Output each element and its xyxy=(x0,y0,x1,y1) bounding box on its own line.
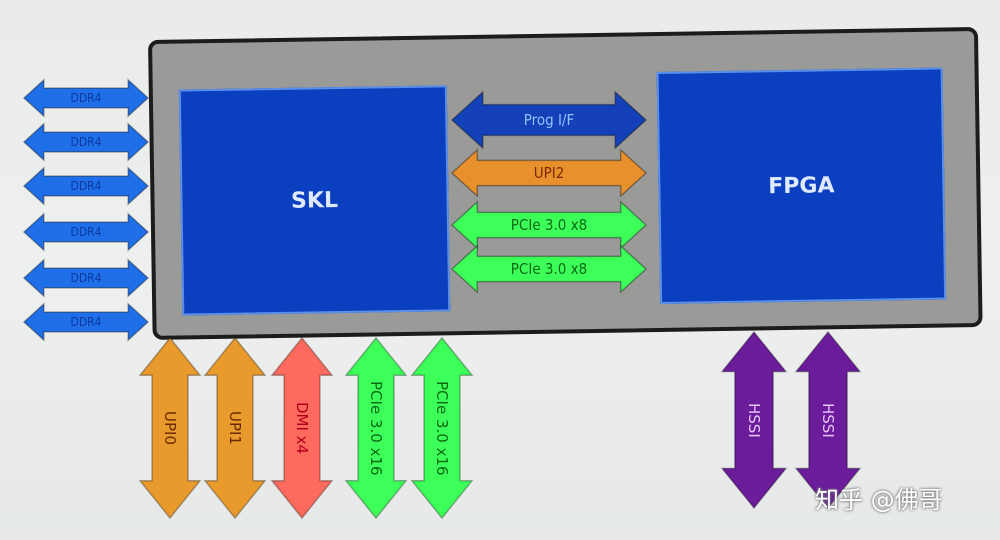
prog-if-link-arrow-icon xyxy=(450,90,648,150)
pcie-x8-link-1-arrow-icon xyxy=(450,200,648,250)
upi2-link-arrow-icon xyxy=(450,148,648,198)
pcie-x8-link-2-arrow-icon xyxy=(450,244,648,294)
pcie-x16-link-2-arrow-icon xyxy=(410,336,474,520)
upi0-link-arrow-icon xyxy=(138,336,202,520)
watermark: 知乎 @佛哥 xyxy=(815,486,943,514)
upi1-link-arrow-icon xyxy=(203,336,267,520)
hssi-link-2-arrow-icon xyxy=(794,330,862,510)
skl-cpu-die: SKL xyxy=(178,85,451,316)
ddr4-link-5-arrow-icon xyxy=(22,258,150,298)
fpga-die: FPGA xyxy=(656,67,947,304)
pcie-x16-link-1-arrow-icon xyxy=(344,336,408,520)
ddr4-link-6-arrow-icon xyxy=(22,302,150,342)
ddr4-link-4-arrow-icon xyxy=(22,212,150,252)
ddr4-link-1-arrow-icon xyxy=(22,78,150,118)
dmi-x4-link-arrow-icon xyxy=(270,336,334,520)
skl-label: SKL xyxy=(290,187,339,214)
ddr4-link-3-arrow-icon xyxy=(22,166,150,206)
hssi-link-1-arrow-icon xyxy=(720,330,788,510)
fpga-label: FPGA xyxy=(768,172,835,199)
ddr4-link-2-arrow-icon xyxy=(22,122,150,162)
